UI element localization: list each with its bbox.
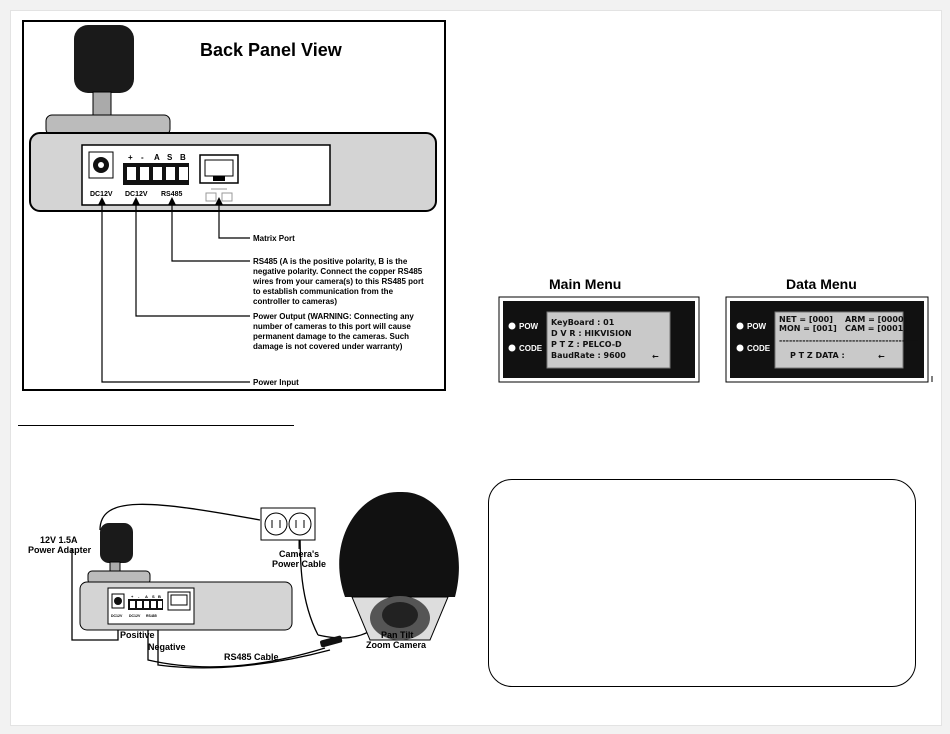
main-lcd-line-1: KeyBoard : 01 bbox=[551, 318, 615, 327]
svg-text:Power Adapter: Power Adapter bbox=[28, 545, 92, 555]
negative-label: Negative bbox=[148, 642, 186, 652]
svg-text:DC12V: DC12V bbox=[111, 614, 123, 618]
svg-text:S: S bbox=[152, 594, 155, 599]
data-pow-label: POW bbox=[747, 322, 767, 331]
callout-power-input: Power Input bbox=[253, 378, 299, 387]
svg-text:negative polarity. Connect th: negative polarity. Connect the copper RS… bbox=[253, 267, 423, 276]
camera-label: Pan Tilt Zoom Camera bbox=[366, 630, 427, 650]
main-code-led-icon bbox=[508, 344, 516, 352]
sign-plus: + bbox=[128, 153, 133, 162]
data-row2-left: MON = [001] bbox=[779, 324, 837, 333]
label-dc12v-jack: DC12V bbox=[90, 191, 113, 198]
sign-b: B bbox=[180, 153, 186, 162]
mini-port-labels: DC12V DC12V RS485 bbox=[111, 614, 157, 618]
mini-terminal-signs: + - A S B bbox=[131, 594, 161, 599]
data-row2-right: CAM = [0001] bbox=[845, 324, 907, 333]
label-rs485: RS485 bbox=[161, 191, 183, 198]
svg-text:wires from your camera(s) to t: wires from your camera(s) to this RS485 … bbox=[252, 277, 424, 286]
svg-text:number of cameras to this port: number of cameras to this port will caus… bbox=[253, 322, 411, 331]
callout-power-output: Power Output (WARNING: Connecting any nu… bbox=[253, 312, 414, 351]
svg-text:DC12V: DC12V bbox=[129, 614, 141, 618]
camera-icon bbox=[339, 491, 459, 641]
callout-matrix: Matrix Port bbox=[253, 234, 295, 243]
svg-text:Power Output (WARNING: Connect: Power Output (WARNING: Connecting any bbox=[253, 312, 414, 321]
data-footer: P T Z DATA : bbox=[790, 351, 845, 360]
back-panel-title: Back Panel View bbox=[200, 40, 343, 60]
svg-text:Power Cable: Power Cable bbox=[272, 559, 326, 569]
main-pow-led-icon bbox=[508, 322, 516, 330]
svg-text:to establish communication fro: to establish communication from the bbox=[253, 287, 394, 296]
svg-text:-: - bbox=[138, 594, 140, 599]
svg-text:A: A bbox=[145, 594, 148, 599]
sign-s: S bbox=[167, 153, 173, 162]
data-pow-led-icon bbox=[736, 322, 744, 330]
camera-power-cable-label: Camera's Power Cable bbox=[272, 549, 326, 569]
svg-text:damage is not covered under wa: damage is not covered under warranty) bbox=[253, 342, 403, 351]
data-code-led-icon bbox=[736, 344, 744, 352]
svg-text:Zoom Camera: Zoom Camera bbox=[366, 640, 427, 650]
rs485-cable-label: RS485 Cable bbox=[224, 652, 279, 662]
svg-text:RS485: RS485 bbox=[146, 614, 157, 618]
main-pow-label: POW bbox=[519, 322, 539, 331]
power-adapter-label: 12V 1.5A Power Adapter bbox=[28, 535, 92, 555]
positive-label: Positive bbox=[120, 630, 155, 640]
main-lcd-line-2: D V R : HIKVISION bbox=[551, 329, 632, 338]
svg-text:controller to cameras): controller to cameras) bbox=[253, 297, 337, 306]
svg-text:12V 1.5A: 12V 1.5A bbox=[40, 535, 78, 545]
main-lcd bbox=[546, 311, 671, 369]
data-divider: ----------------------------------------… bbox=[779, 336, 918, 345]
svg-text:B: B bbox=[158, 594, 161, 599]
cable-connector bbox=[320, 635, 343, 648]
section-divider bbox=[18, 425, 294, 426]
joystick-icon bbox=[45, 25, 171, 136]
data-menu-title: Data Menu bbox=[786, 276, 857, 292]
sign-a: A bbox=[154, 153, 160, 162]
svg-text:permanent damage to the camera: permanent damage to the cameras. Such bbox=[253, 332, 409, 341]
mini-joystick-icon bbox=[87, 523, 151, 585]
data-row1-right: ARM = [0000] bbox=[845, 315, 907, 324]
main-lcd-line-4: BaudRate : 9600 bbox=[551, 351, 626, 360]
main-arrow-icon: ← bbox=[652, 352, 659, 361]
main-lcd-line-3: P T Z : PELCO-D bbox=[551, 340, 622, 349]
data-arrow-icon: ← bbox=[878, 352, 885, 361]
data-code-label: CODE bbox=[747, 344, 771, 353]
label-dc12v-term: DC12V bbox=[125, 191, 148, 198]
data-row1-left: NET = [000] bbox=[779, 315, 833, 324]
main-code-label: CODE bbox=[519, 344, 543, 353]
svg-text:Camera's: Camera's bbox=[279, 549, 319, 559]
svg-text:RS485 (A is the positive polar: RS485 (A is the positive polarity, B is … bbox=[253, 257, 408, 266]
empty-rounded-box bbox=[488, 479, 916, 687]
svg-text:Pan Tilt: Pan Tilt bbox=[381, 630, 413, 640]
sign-minus: - bbox=[141, 153, 144, 162]
svg-text:+: + bbox=[131, 594, 134, 599]
main-menu-title: Main Menu bbox=[549, 276, 621, 292]
data-lcd bbox=[774, 311, 904, 369]
callout-rs485: RS485 (A is the positive polarity, B is … bbox=[252, 257, 424, 306]
